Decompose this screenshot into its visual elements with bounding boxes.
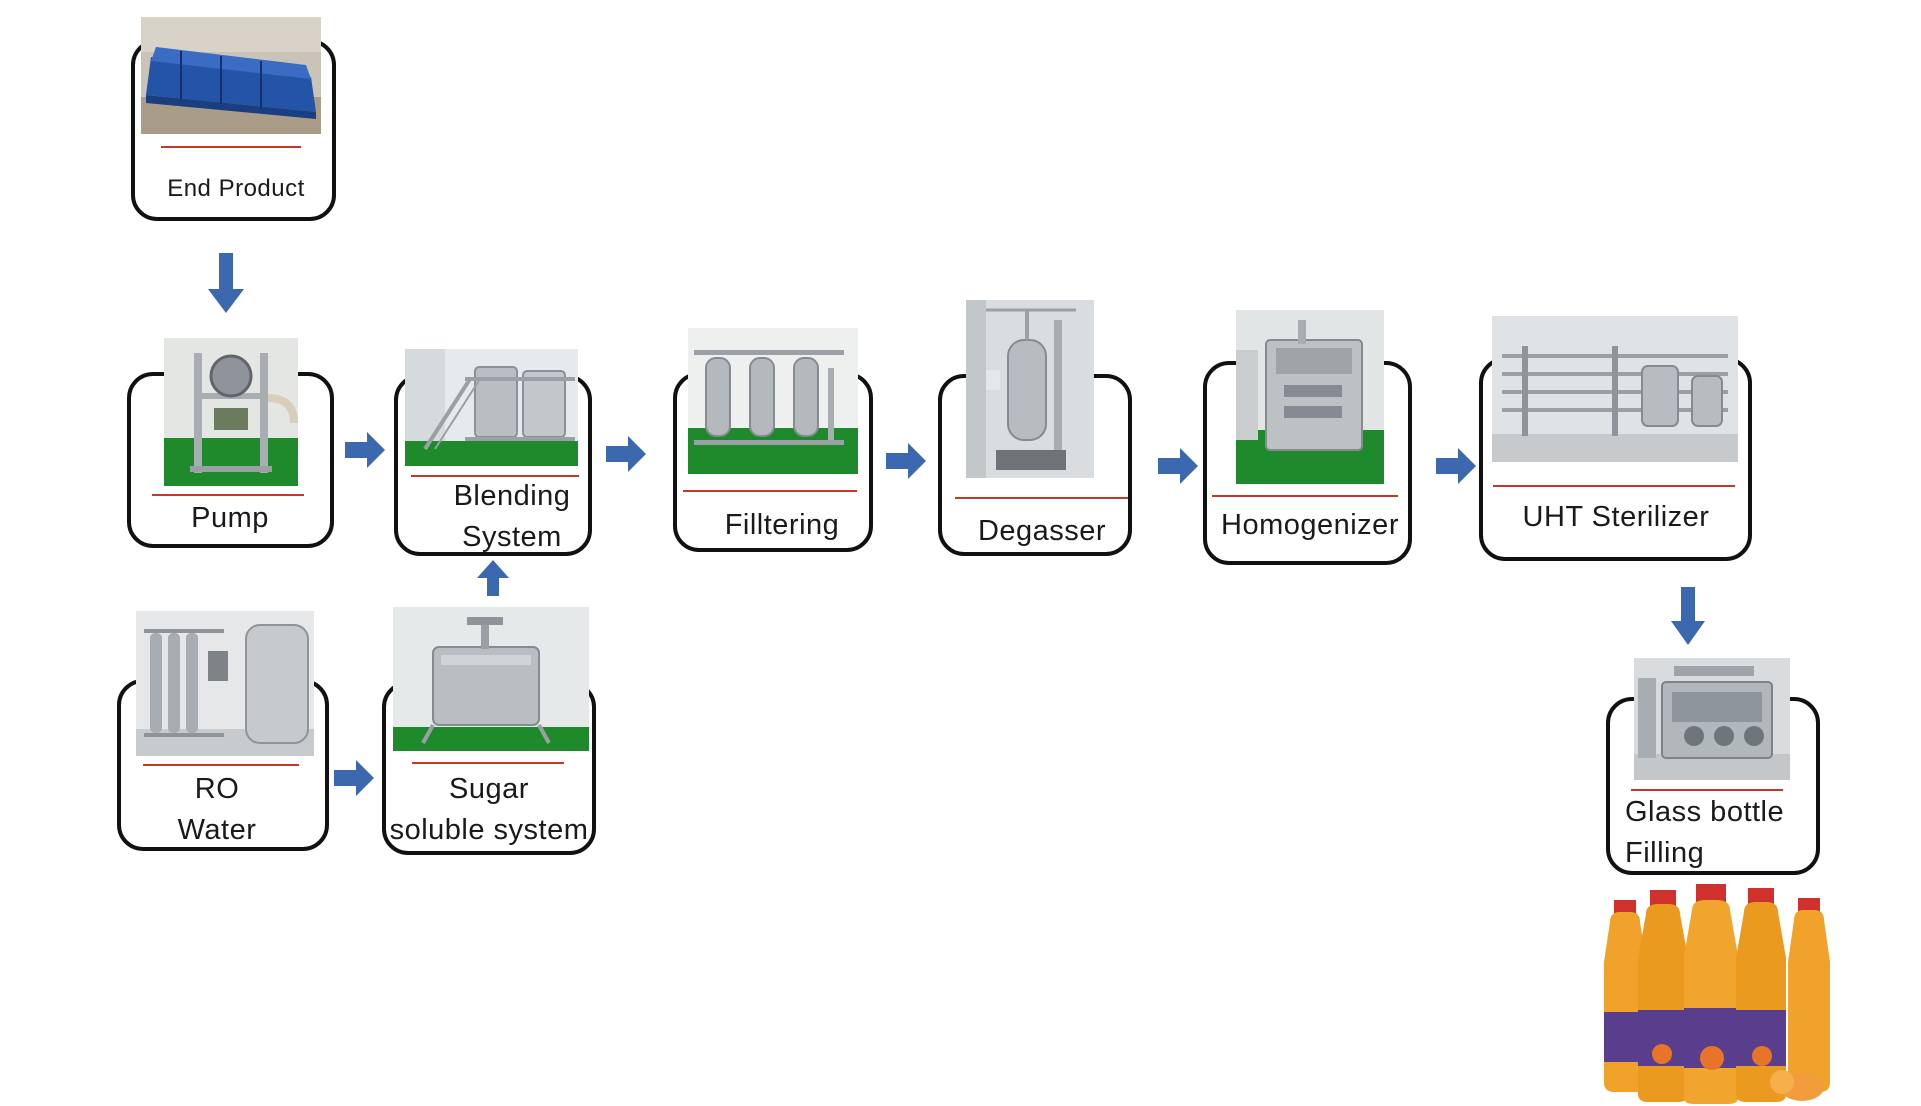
arrow-down-icon: [1671, 587, 1705, 645]
arrow-right-icon: [334, 760, 374, 796]
filter-housings-photo: [688, 328, 858, 474]
arrow-right-icon: [886, 443, 926, 479]
pump-photo: [164, 338, 298, 486]
degasser-label: Degasser: [977, 515, 1107, 547]
label-underline: [955, 497, 1128, 499]
label-underline: [143, 764, 299, 766]
ro-water-system-photo: [136, 611, 314, 756]
juice-bottles-photo: [1602, 882, 1834, 1104]
label-underline: [1212, 495, 1398, 497]
arrow-right-icon: [1158, 448, 1198, 484]
filtering-label: Filltering: [724, 509, 840, 541]
end-product-label: End Product: [167, 175, 305, 202]
uht-sterilizer-photo: [1492, 316, 1738, 462]
ro-water-label: RO Water: [177, 773, 257, 846]
uht-sterilizer-label: UHT Sterilizer: [1522, 501, 1710, 533]
arrow-up-icon: [477, 560, 509, 596]
bottle-filling-machine-photo: [1634, 658, 1790, 780]
label-underline: [411, 475, 579, 477]
homogenizer-photo: [1236, 310, 1384, 484]
label-underline: [1493, 485, 1735, 487]
arrow-right-icon: [345, 432, 385, 468]
label-underline: [161, 146, 301, 148]
homogenizer-label: Homogenizer: [1221, 509, 1399, 541]
sugar-dissolving-tank-photo: [393, 607, 589, 751]
arrow-right-icon: [606, 436, 646, 472]
label-underline: [412, 762, 564, 764]
glass-bottle-filling-label: Glass bottle Filling: [1625, 796, 1785, 869]
label-underline: [683, 490, 857, 492]
label-underline: [1631, 789, 1783, 791]
arrow-down-icon: [208, 253, 244, 313]
blending-tank-photo: [405, 349, 578, 466]
label-underline: [152, 494, 304, 496]
blending-system-label: Blending System: [453, 480, 571, 553]
sugar-soluble-system-label: Sugar soluble system: [389, 773, 589, 846]
blue-frame-stack-photo: [141, 17, 321, 134]
pump-label: Pump: [191, 502, 269, 534]
arrow-right-icon: [1436, 448, 1476, 484]
degasser-tank-photo: [966, 300, 1094, 478]
